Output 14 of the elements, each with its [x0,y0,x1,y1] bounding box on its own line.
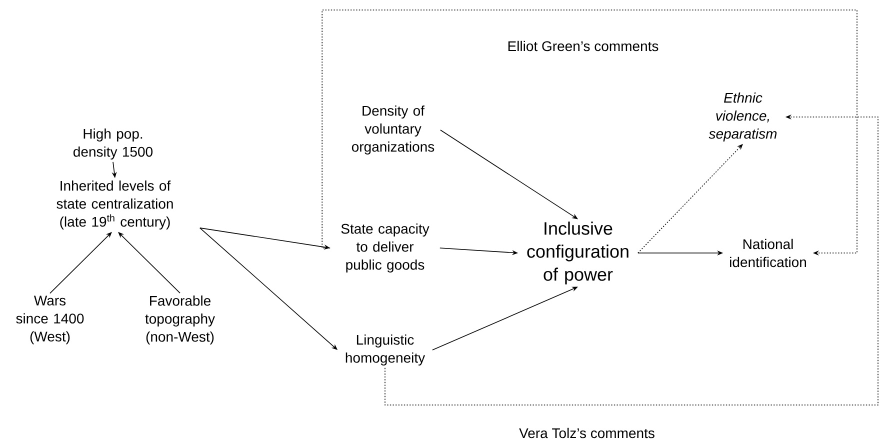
node-text: Wars since 1400 (West) [16,296,84,344]
node-text: Ethnic violence, separatism [708,92,777,142]
node-text: Density of voluntary organizations [352,105,434,155]
node-text: State capacity to deliver public goods [341,223,430,273]
node-text: National identification [730,238,806,268]
node-text: Favorable topography (non-West) [145,295,215,345]
dotted-arrow [322,10,858,256]
node-text: Linguistic homogeneity [346,334,426,366]
comment-label: Vera Tolz’s comments [519,428,654,438]
node-text: Inclusive configuration of power [527,222,628,284]
node-text: High pop. density 1500 [74,128,153,160]
arrow [440,130,578,220]
comment-label: Elliot Green’s comments [508,40,658,52]
node-text: Inherited levels of state centralization (late 19$^{th}$ century) [56,180,173,230]
